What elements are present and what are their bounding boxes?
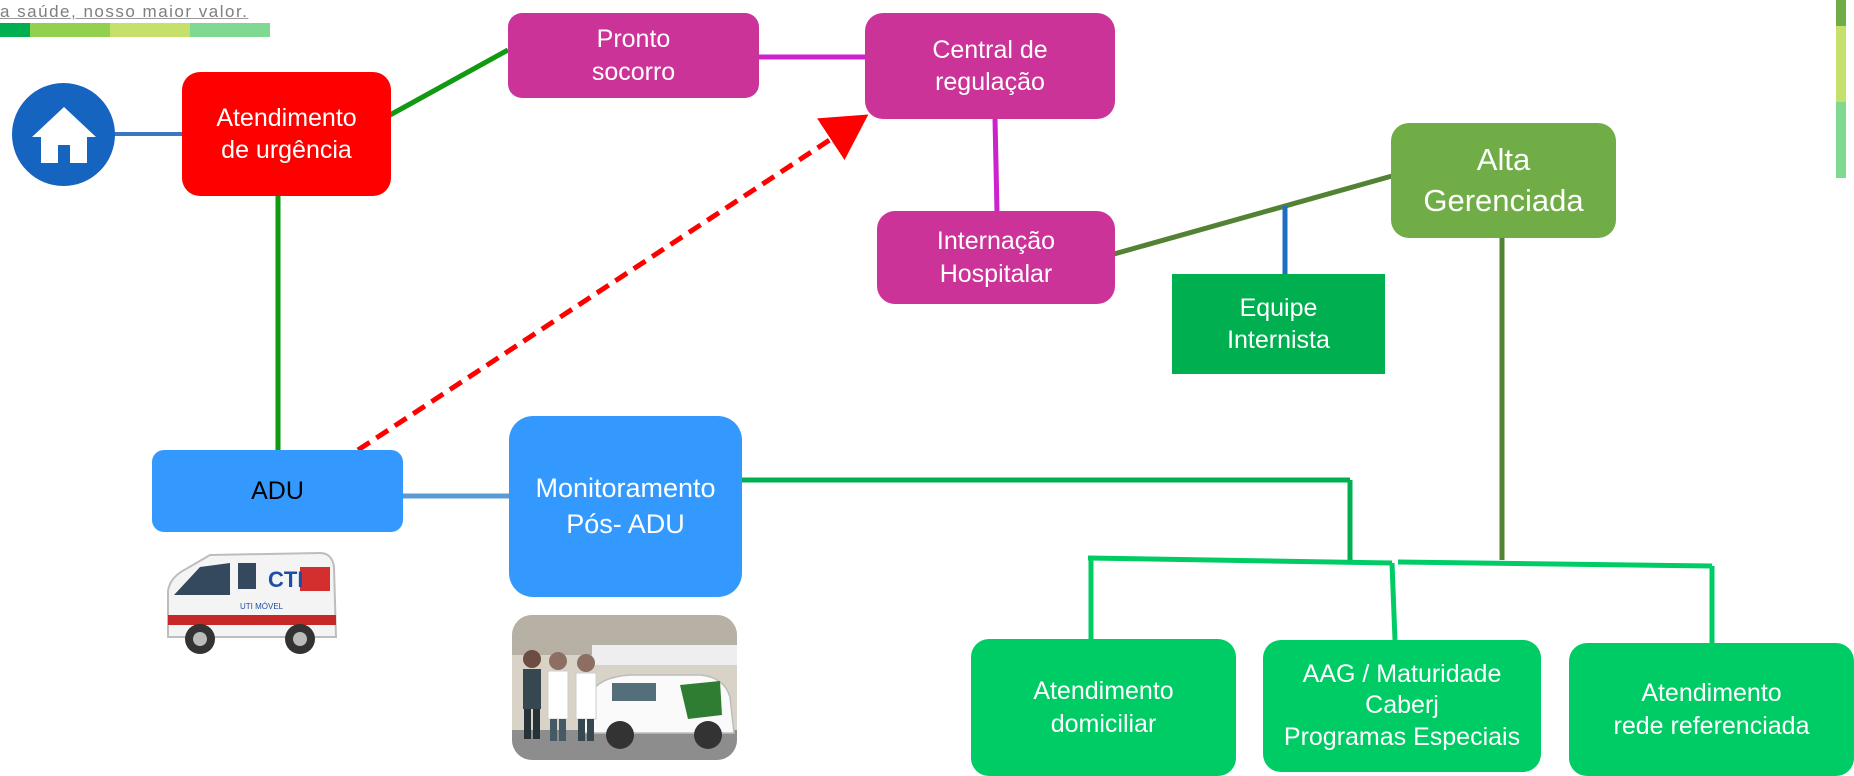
node-internacao-hospitalar[interactable]: Internação Hospitalar <box>877 211 1115 304</box>
side-strip-1 <box>1836 0 1846 26</box>
node-adu[interactable]: ADU <box>152 450 403 532</box>
color-strip-1 <box>0 23 30 37</box>
ambulance-photo: CTI UTI MÓVEL <box>167 551 338 654</box>
ambulance-brand: CTI <box>268 567 303 592</box>
ambulance-side-text: UTI MÓVEL <box>240 602 284 611</box>
connector-drop-aag <box>1389 562 1398 641</box>
connector-central-internacao <box>992 117 1000 213</box>
color-strip-2 <box>30 23 110 37</box>
node-atendimento-rede-referenciada[interactable]: Atendimento rede referenciada <box>1569 643 1854 776</box>
connector-bus-left <box>1087 555 1393 566</box>
node-equipe-internista[interactable]: Equipe Internista <box>1172 274 1385 374</box>
house-icon <box>31 106 96 163</box>
side-strip-2 <box>1836 26 1846 102</box>
node-atendimento-domiciliar[interactable]: Atendimento domiciliar <box>971 639 1236 776</box>
node-alta-gerenciada[interactable]: Alta Gerenciada <box>1391 123 1616 238</box>
node-monitoramento-pos-adu[interactable]: Monitoramento Pós- ADU <box>509 416 742 597</box>
team-photo <box>512 615 737 760</box>
color-strip-4 <box>190 23 270 37</box>
connector-urgencia-pronto <box>388 47 510 118</box>
connector-bus-right <box>1397 559 1713 569</box>
node-central-regulacao[interactable]: Central de regulação <box>865 13 1115 119</box>
node-atendimento-urgencia[interactable]: Atendimento de urgência <box>182 72 391 196</box>
connector-adu-central-dashed <box>356 114 869 453</box>
node-aag-maturidade[interactable]: AAG / Maturidade Caberj Programas Especi… <box>1263 640 1541 772</box>
connector-internacao-alta <box>1113 173 1393 257</box>
home-icon <box>12 83 115 186</box>
tagline: a saúde, nosso maior valor. <box>0 2 249 21</box>
color-strip-3 <box>110 23 190 37</box>
side-strip-3 <box>1836 102 1846 178</box>
node-pronto-socorro[interactable]: Pronto socorro <box>508 13 759 98</box>
